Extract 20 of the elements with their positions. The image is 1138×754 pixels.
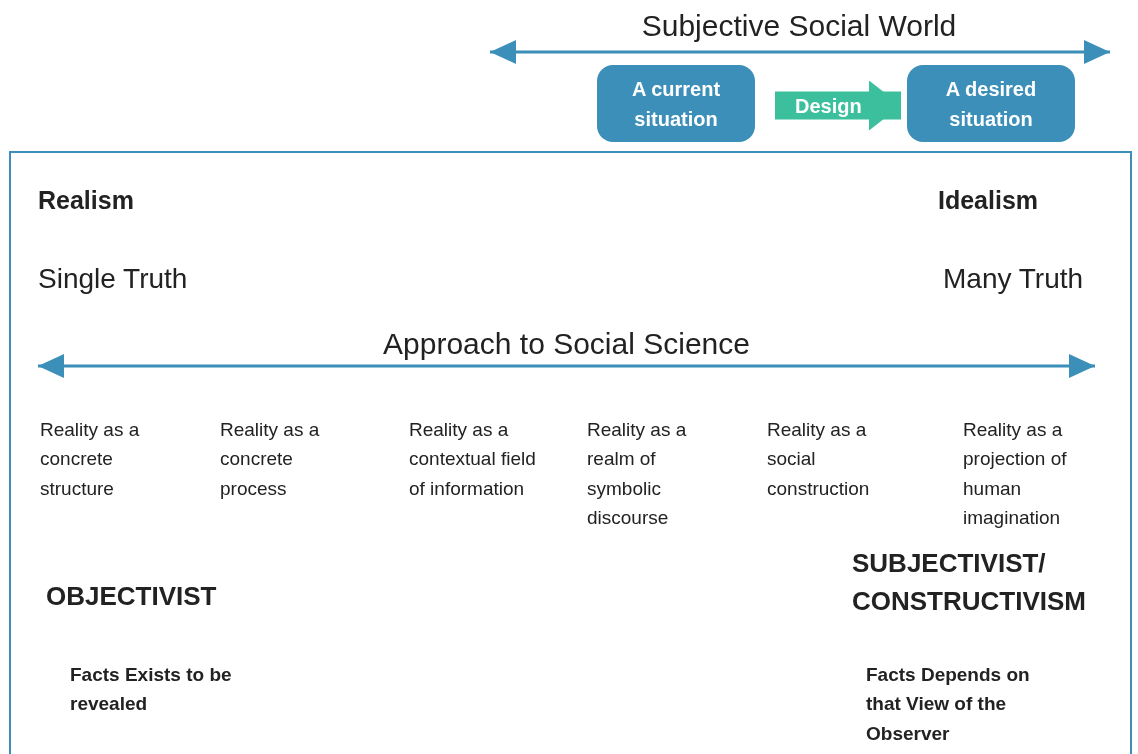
edge-label: Design (795, 93, 862, 118)
heading: Approach to Social Science (382, 326, 751, 362)
situation-box: A desired situation (907, 65, 1075, 142)
subheading: Many Truth (943, 262, 1085, 296)
description-text: Facts Exists to be revealed (70, 663, 233, 717)
heading: Idealism (938, 185, 1040, 215)
category-text: Reality as a projection of human imagination (963, 418, 1068, 531)
situation-box: A current situation (597, 65, 755, 142)
heading: Realism (38, 185, 135, 215)
heading: Subjective Social World (640, 8, 958, 44)
category-text: Reality as a realm of symbolic discourse (587, 418, 688, 531)
subheading: Single Truth (38, 262, 189, 296)
category-text: Reality as a concrete structure (40, 418, 141, 501)
arrow (775, 80, 901, 131)
category-text: Reality as a contextual field of information (409, 418, 537, 501)
category-text: Reality as a social construction (767, 418, 871, 501)
heading: SUBJECTIVIST/ CONSTRUCTIVISM (852, 547, 1087, 618)
description-text: Facts Depends on that View of the Observer (866, 663, 1031, 746)
heading: OBJECTIVIST (46, 580, 218, 613)
category-text: Reality as a concrete process (220, 418, 321, 501)
